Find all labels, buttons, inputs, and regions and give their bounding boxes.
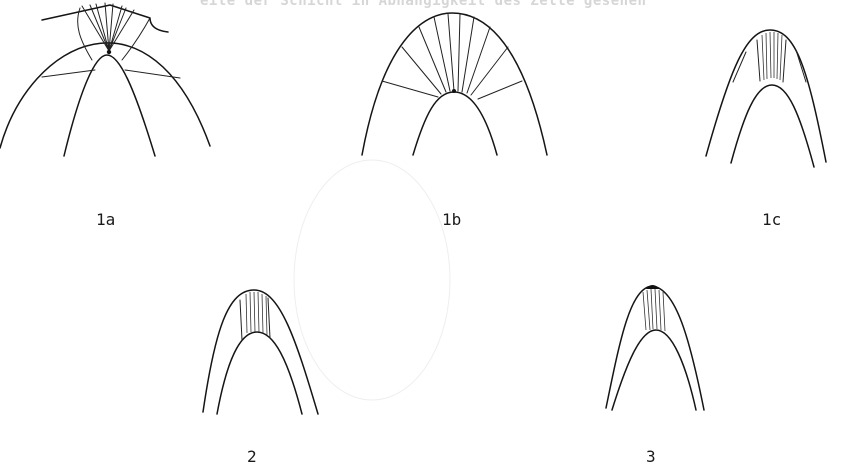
side-lines-1a (42, 70, 180, 78)
inner-arch-1c (731, 85, 814, 167)
caption-2: 2 (247, 447, 257, 466)
hatching-3 (643, 289, 665, 331)
outer-arch-1b (362, 13, 547, 155)
tip-dot-1b (452, 89, 456, 93)
drawing-3 (606, 285, 704, 410)
inner-arch-1a (64, 55, 155, 156)
faint-background-shape (294, 160, 450, 400)
hatching-2 (246, 292, 267, 335)
band-lines-1c (733, 40, 806, 82)
caption-3: 3 (646, 447, 656, 466)
inner-arch-2 (217, 332, 302, 414)
caption-1b: 1b (442, 210, 461, 229)
drawing-2 (203, 290, 318, 414)
upper-wedge-1a (42, 5, 168, 32)
caption-1a: 1a (96, 210, 115, 229)
inner-arch-1b (413, 92, 497, 155)
outer-arch-1a (0, 43, 210, 148)
outer-arch-3 (606, 286, 704, 410)
hatching-1c (762, 32, 782, 80)
drawing-1c (706, 30, 826, 167)
faded-heading-text: eite der Schicht in Abhängigkeit des Zel… (200, 0, 820, 13)
tip-dot-1a (107, 50, 111, 54)
inner-arch-3 (612, 330, 696, 410)
caption-1c: 1c (762, 210, 781, 229)
fan-lines-1b (382, 14, 522, 99)
drawing-1a (0, 3, 210, 156)
drawing-1b (362, 13, 547, 155)
